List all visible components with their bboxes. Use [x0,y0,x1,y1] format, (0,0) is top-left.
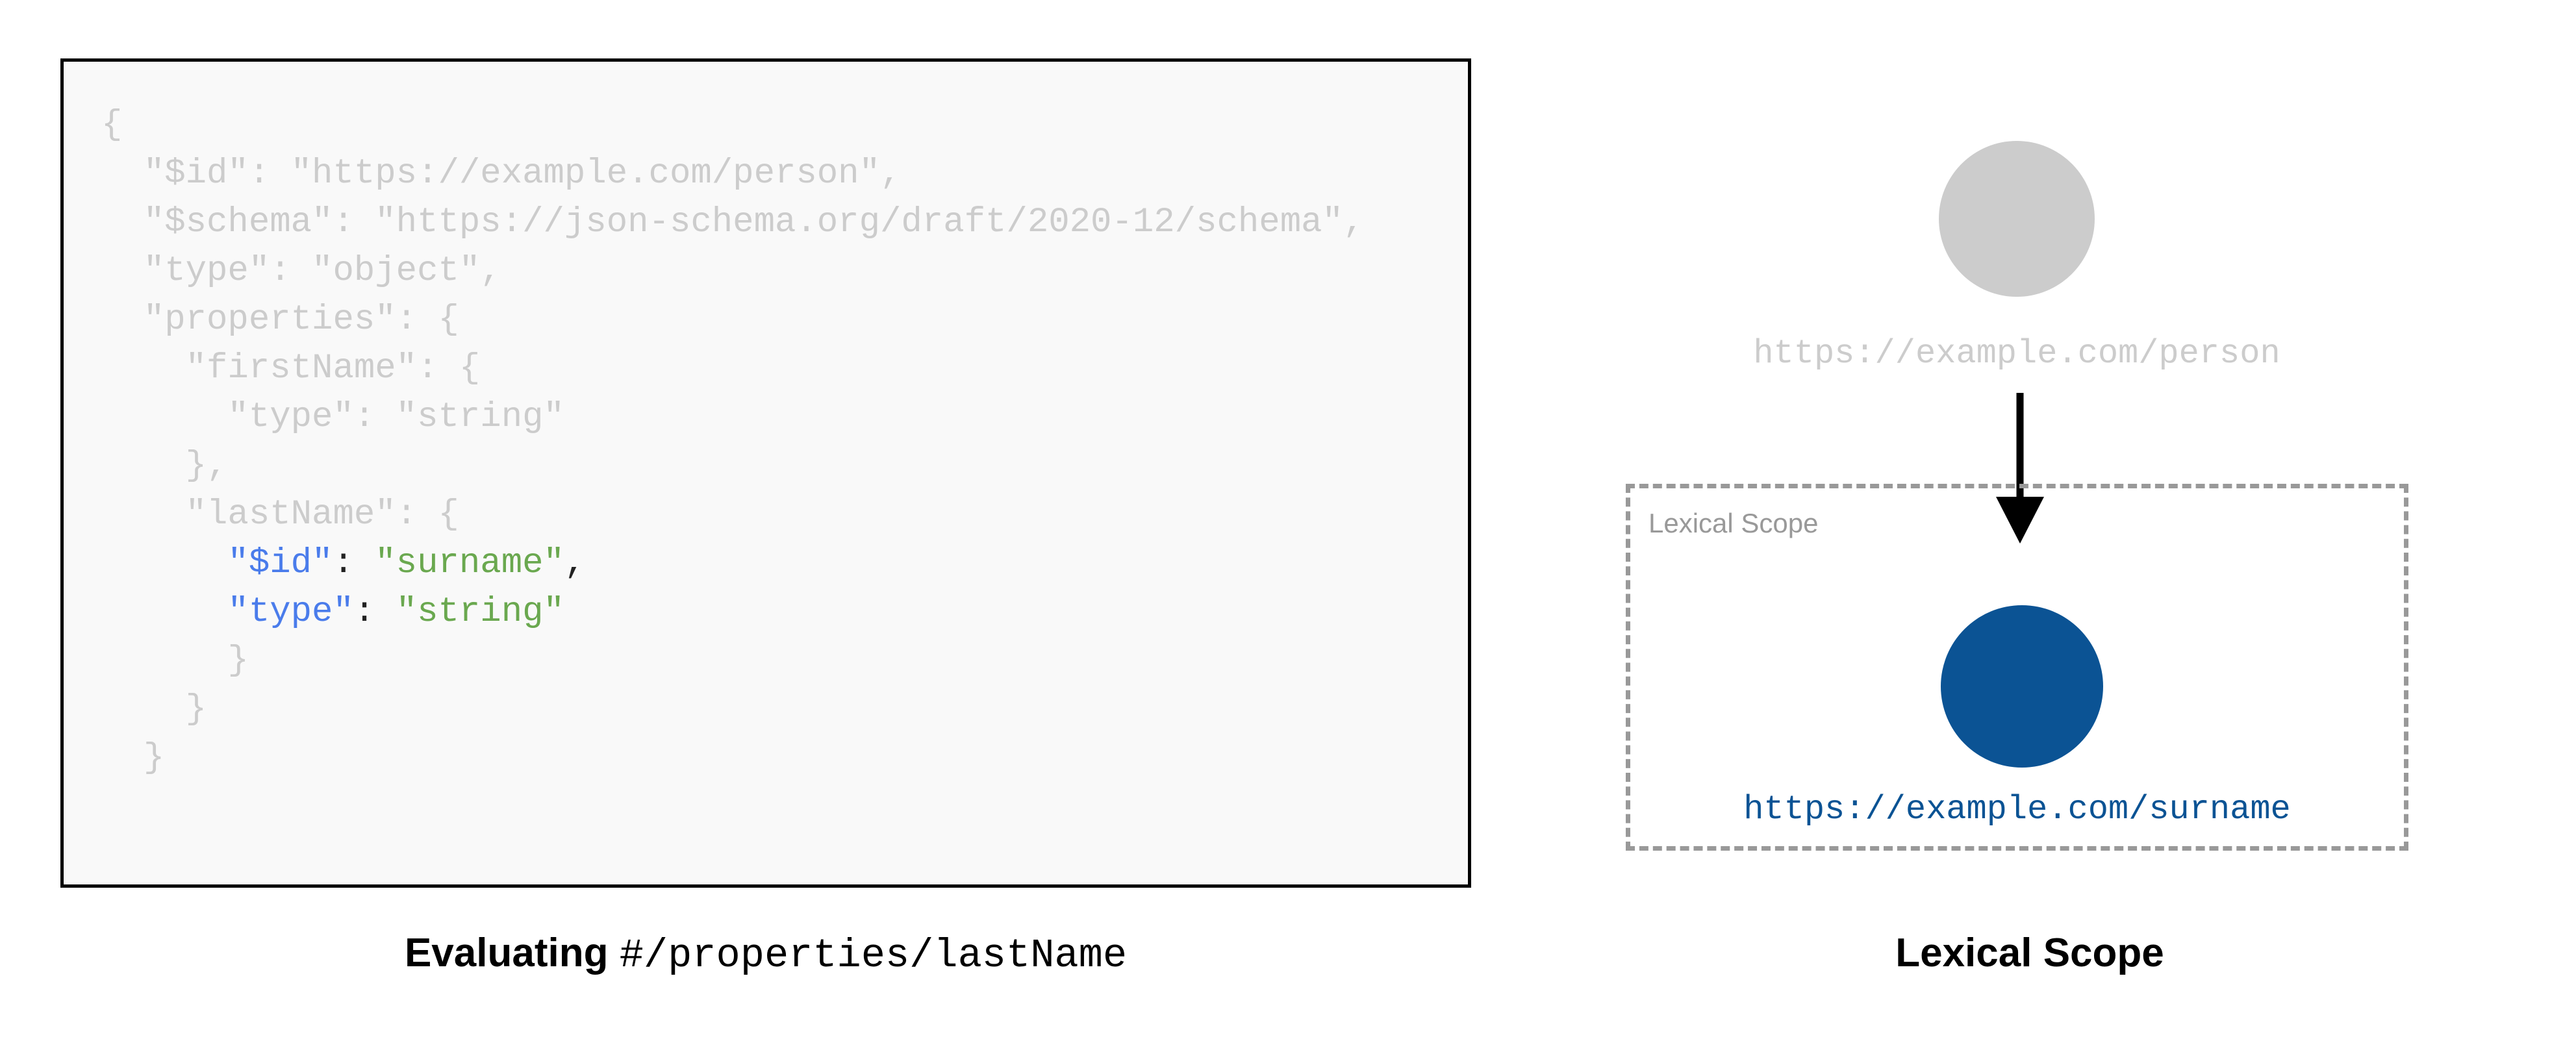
outer-schema-node-label: https://example.com/person [1753,334,2280,373]
code-token: "firstName": { [185,349,481,388]
code-token: : [353,592,396,632]
lexical-scope-boundary-box: Lexical Scope https://example.com/surnam… [1626,484,2408,851]
code-token: } [227,641,249,681]
code-token: "type" [227,592,354,632]
code-token: "$schema": "https://json-schema.org/draf… [143,203,1365,242]
code-line: "$id": "surname", [101,539,1364,588]
code-token: "type": "object", [143,251,501,291]
left-panel-caption: Evaluating #/properties/lastName [60,930,1471,979]
code-line: "firstName": { [101,344,1364,393]
code-token: "$id" [227,544,333,583]
code-line: "type": "string" [101,393,1364,442]
code-line: } [101,734,1364,782]
code-token: } [185,690,207,729]
code-line: "$schema": "https://json-schema.org/draf… [101,198,1365,247]
inner-schema-node-circle-icon [1941,605,2103,768]
code-token: "properties": { [143,300,459,340]
code-line: { [101,101,1364,149]
inner-schema-node-label: https://example.com/surname [1743,790,2291,829]
code-token: { [101,105,123,145]
code-line: } [101,685,1364,734]
lexical-scope-box-label: Lexical Scope [1648,508,1819,538]
code-line: "lastName": { [101,490,1364,539]
code-line: "type": "object", [101,247,1364,295]
code-token: "type": "string" [227,397,564,437]
code-line: "$id": "https://example.com/person", [101,149,1364,198]
code-token: }, [185,446,228,486]
code-token: "surname" [375,544,564,583]
code-token: } [143,738,165,778]
right-panel-caption: Lexical Scope [1895,931,2164,975]
lexical-scope-diagram: https://example.com/person Lexical Scope… [1559,58,2501,888]
scope-containment-arrow-icon [1996,393,2044,544]
code-line: "properties": { [101,295,1364,344]
code-token: "string" [396,592,564,632]
json-schema-code-panel: { "$id": "https://example.com/person", "… [60,58,1471,888]
code-token: : [333,544,375,583]
left-caption-pointer-text: #/properties/lastName [619,933,1128,979]
json-schema-code-listing: { "$id": "https://example.com/person", "… [101,101,1364,782]
code-token: , [564,544,586,583]
code-line: }, [101,442,1364,490]
code-token: "lastName": { [185,495,459,534]
code-line: "type": "string" [101,588,1364,636]
code-line: } [101,636,1364,685]
left-caption-bold-text: Evaluating [404,931,609,975]
code-token: "$id": "https://example.com/person", [143,154,902,194]
outer-schema-node-circle-icon [1939,141,2095,297]
